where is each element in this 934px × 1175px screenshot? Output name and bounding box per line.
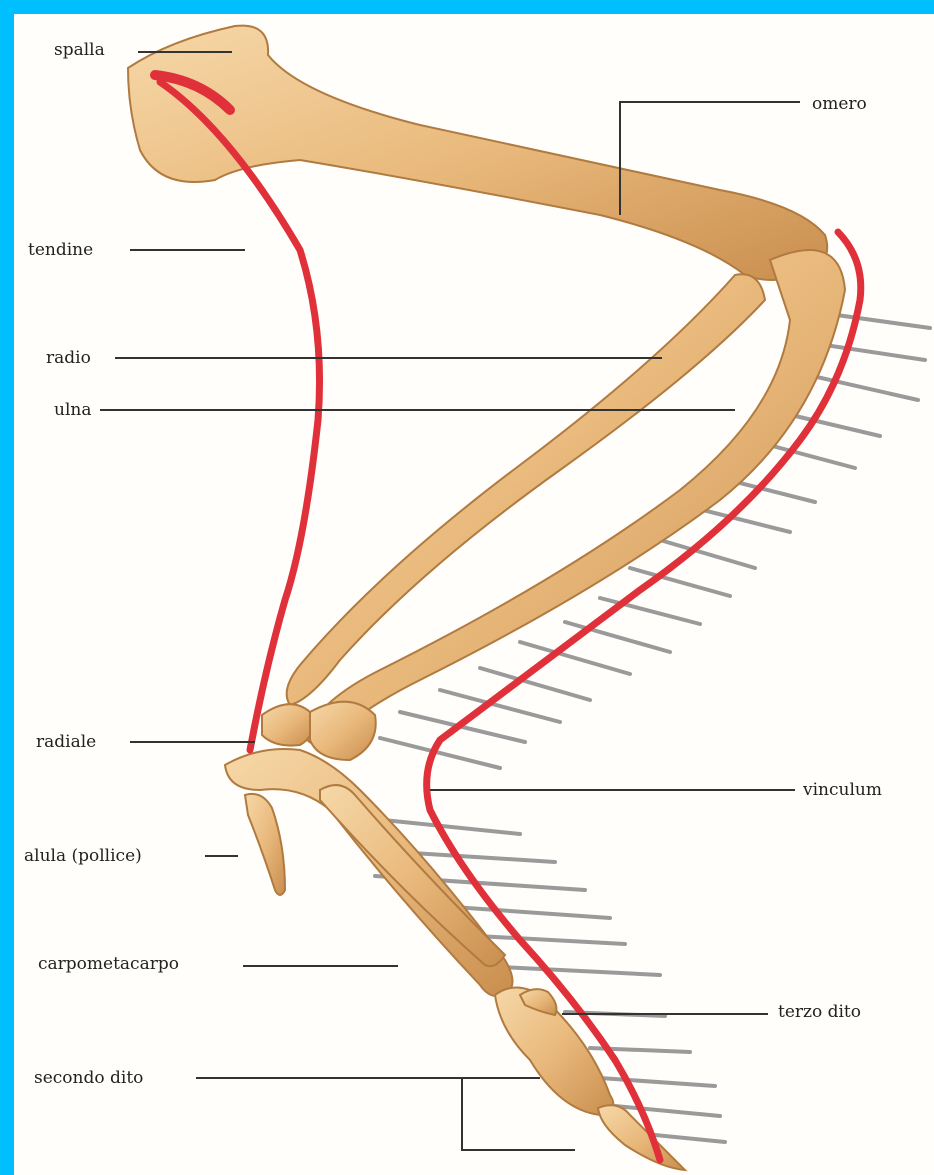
label-carpometacarpo: carpometacarpo	[38, 954, 179, 974]
label-ulna: ulna	[54, 400, 91, 420]
label-radiale: radiale	[36, 732, 96, 752]
label-vinculum: vinculum	[803, 780, 882, 800]
label-spalla: spalla	[54, 40, 105, 60]
radiale-bone	[262, 704, 312, 745]
carpometacarpus-minor	[320, 785, 505, 966]
ulnare-bone	[310, 702, 376, 760]
label-radio: radio	[46, 348, 91, 368]
label-omero: omero	[812, 94, 867, 114]
ulna-bone	[305, 250, 845, 744]
label-tendine: tendine	[28, 240, 93, 260]
alula-bone	[245, 794, 285, 895]
label-alula: alula (pollice)	[24, 846, 142, 866]
label-terzo-dito: terzo dito	[778, 1002, 861, 1022]
label-secondo-dito: secondo dito	[34, 1068, 143, 1088]
